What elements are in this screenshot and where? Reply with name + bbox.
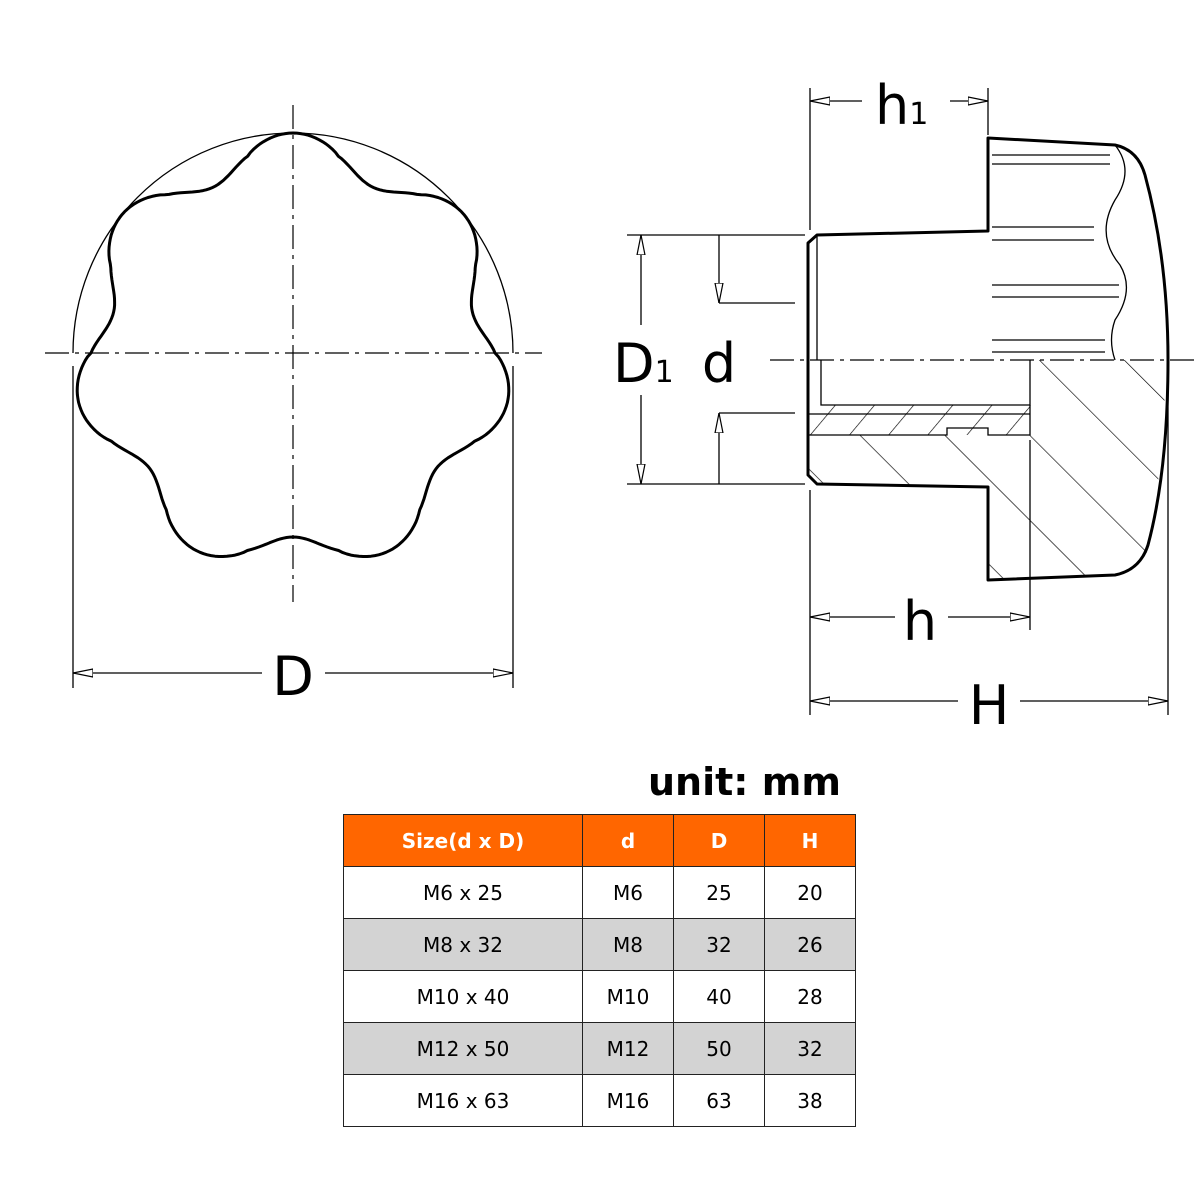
cell-d: M8	[582, 918, 674, 971]
cell-size: M12 x 50	[343, 1022, 583, 1075]
front-view: D	[45, 105, 542, 708]
table-header-row: Size(d x D) d D H	[343, 814, 856, 867]
dimension-h1-label: h1	[875, 74, 928, 137]
knurl-ridges	[992, 154, 1119, 353]
cell-D: 40	[673, 970, 765, 1023]
cell-H: 26	[764, 918, 856, 971]
header-d: d	[582, 814, 674, 867]
cell-size: M16 x 63	[343, 1074, 583, 1127]
dimension-h-label: h	[903, 590, 937, 653]
cell-d: M10	[582, 970, 674, 1023]
cell-size: M8 x 32	[343, 918, 583, 971]
cell-size: M6 x 25	[343, 866, 583, 919]
cell-d: M6	[582, 866, 674, 919]
header-D: D	[673, 814, 765, 867]
header-size: Size(d x D)	[343, 814, 583, 867]
header-H: H	[764, 814, 856, 867]
cell-H: 28	[764, 970, 856, 1023]
technical-drawing: D h1 D1 d	[45, 74, 1200, 737]
cell-H: 20	[764, 866, 856, 919]
cell-D: 32	[673, 918, 765, 971]
cell-d: M16	[582, 1074, 674, 1127]
cell-D: 50	[673, 1022, 765, 1075]
dimension-D1-label: D1	[613, 332, 674, 395]
cell-H: 32	[764, 1022, 856, 1075]
cell-H: 38	[764, 1074, 856, 1127]
dimension-H-label: H	[969, 674, 1010, 737]
cell-D: 25	[673, 866, 765, 919]
dimension-D-label: D	[272, 645, 314, 708]
side-section-view: h1 D1 d h H	[613, 74, 1200, 737]
cell-d: M12	[582, 1022, 674, 1075]
cell-size: M10 x 40	[343, 970, 583, 1023]
unit-label: unit: mm	[648, 760, 841, 804]
dimension-d-label: d	[702, 332, 736, 395]
cell-D: 63	[673, 1074, 765, 1127]
